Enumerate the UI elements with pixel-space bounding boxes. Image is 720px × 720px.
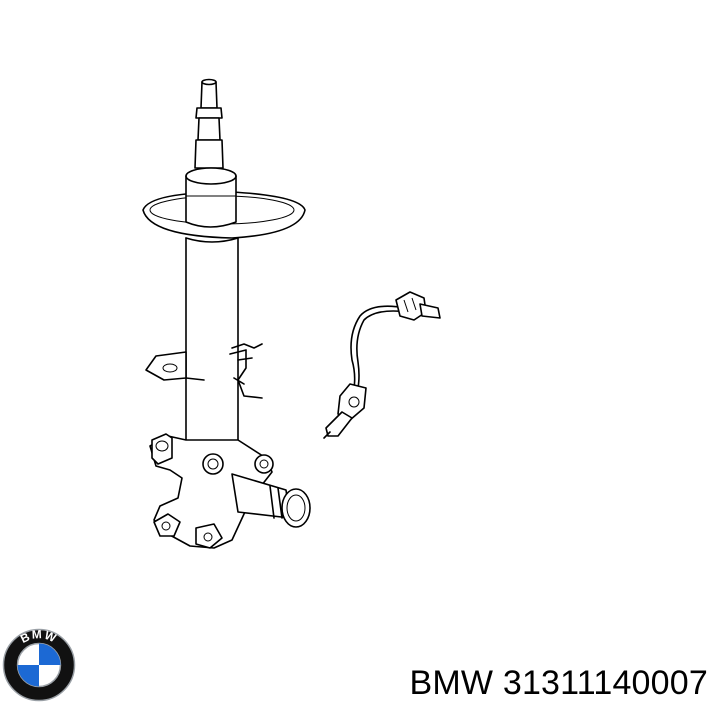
abs-sensor	[323, 291, 441, 439]
piston-rod	[194, 78, 224, 169]
steering-knuckle	[149, 433, 274, 549]
part-label: BMW 31311140007	[409, 664, 708, 703]
brand-name: BMW	[409, 664, 494, 702]
svg-text:BMW: BMW	[18, 628, 59, 646]
bmw-roundel-icon: BMW	[2, 628, 76, 702]
right-clip-bracket	[229, 343, 263, 399]
upper-tube	[185, 167, 237, 228]
logo-letters: BMW	[18, 628, 58, 646]
part-number: 31311140007	[502, 664, 708, 702]
left-bracket	[145, 351, 205, 381]
strut-body	[185, 237, 239, 441]
wheel-spindle	[231, 473, 311, 528]
